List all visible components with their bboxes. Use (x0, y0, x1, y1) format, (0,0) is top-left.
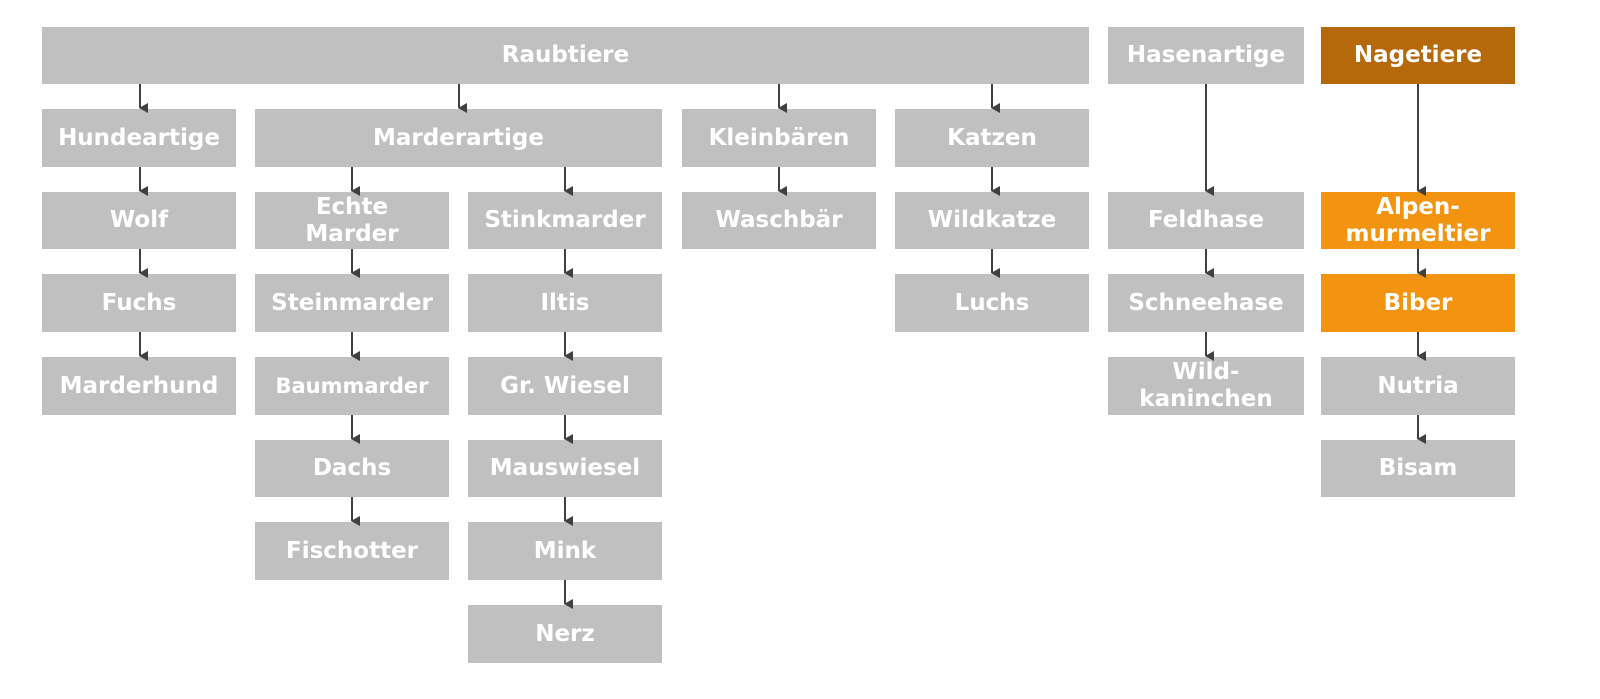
node-wildkatze: Wildkatze (895, 192, 1089, 249)
node-wolf: Wolf (42, 192, 236, 249)
node-fischotter: Fischotter (255, 522, 449, 580)
node-alpenmurmeltier: Alpen- murmeltier (1321, 192, 1515, 249)
node-marderartige: Marderartige (255, 109, 662, 167)
node-fuchs: Fuchs (42, 274, 236, 332)
node-iltis: Iltis (468, 274, 662, 332)
node-echte-marder: Echte Marder (255, 192, 449, 249)
node-gr-wiesel: Gr. Wiesel (468, 357, 662, 415)
node-nerz: Nerz (468, 605, 662, 663)
node-stinkmarder: Stinkmarder (468, 192, 662, 249)
node-mink: Mink (468, 522, 662, 580)
node-mauswiesel: Mauswiesel (468, 440, 662, 497)
node-luchs: Luchs (895, 274, 1089, 332)
node-nagetiere: Nagetiere (1321, 27, 1515, 84)
node-steinmarder: Steinmarder (255, 274, 449, 332)
node-bisam: Bisam (1321, 440, 1515, 497)
node-hundeartige: Hundeartige (42, 109, 236, 167)
node-nutria: Nutria (1321, 357, 1515, 415)
node-katzen: Katzen (895, 109, 1089, 167)
node-wildkaninchen: Wild- kaninchen (1108, 357, 1304, 415)
node-waschbaer: Waschbär (682, 192, 876, 249)
node-feldhase: Feldhase (1108, 192, 1304, 249)
node-dachs: Dachs (255, 440, 449, 497)
node-marderhund: Marderhund (42, 357, 236, 415)
node-hasenartige: Hasenartige (1108, 27, 1304, 84)
node-raubtiere: Raubtiere (42, 27, 1089, 84)
node-schneehase: Schneehase (1108, 274, 1304, 332)
node-baummarder: Baummarder (255, 357, 449, 415)
node-kleinbaeren: Kleinbären (682, 109, 876, 167)
node-biber: Biber (1321, 274, 1515, 332)
